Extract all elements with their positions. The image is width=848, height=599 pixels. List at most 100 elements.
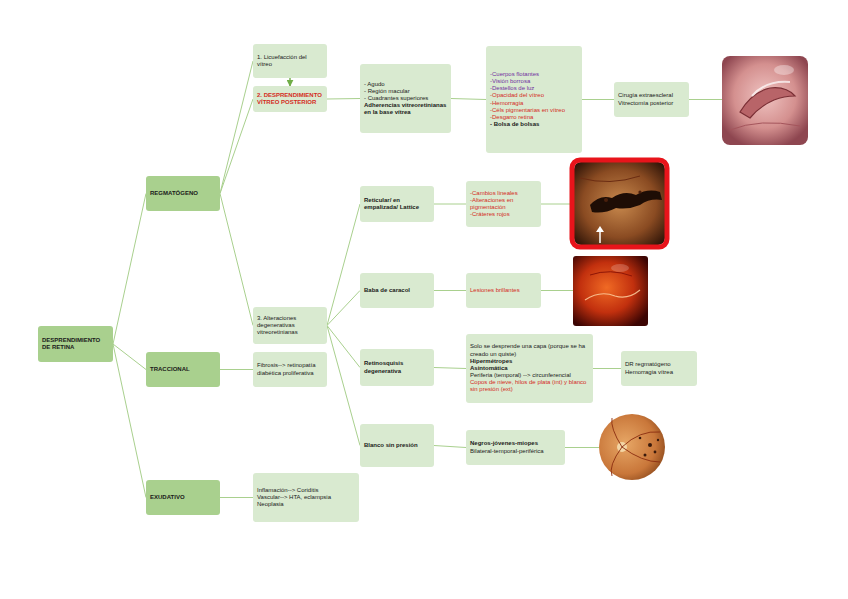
node-text: -Cuerpos flotantes	[490, 71, 578, 78]
concept-box: - Agudo- Región macular- Cuadrantes supe…	[360, 64, 451, 133]
concept-box: Solo se desprende una capa (porque se ha…	[466, 334, 593, 403]
lattice-photo-inner	[574, 162, 665, 245]
node-text: 3. Alteraciones degenerativas vitreoreti…	[257, 315, 323, 337]
node-text: Adherencias vitreoretinianas en la base …	[364, 102, 447, 116]
concept-box: 3. Alteraciones degenerativas vitreoreti…	[253, 307, 327, 344]
node-text: - Cuadrantes superiores	[364, 95, 447, 102]
lattice-photo	[572, 160, 667, 247]
highlight-frame	[572, 160, 667, 247]
node-text: TRACCIONAL	[150, 366, 216, 373]
node-text: -Destellos de luz	[490, 85, 578, 92]
node-text: -Cráteres rojos	[470, 211, 537, 218]
branch-line	[434, 204, 466, 205]
concept-box: Fibrosis--> retinopatía diabética prolif…	[253, 352, 327, 387]
branch-line	[593, 368, 621, 369]
node-text: Hemorragia vítrea	[625, 369, 693, 376]
node-text: Inflamación--> Coriditis	[257, 487, 355, 494]
branch-line	[220, 99, 253, 194]
tear-edge	[752, 82, 790, 96]
node-text: - Agudo	[364, 81, 447, 88]
node-text: Negros-jóvenes-miopes	[470, 440, 561, 447]
node-text: Retinosquisis degenerativa	[364, 360, 430, 374]
dark-spots	[639, 437, 660, 457]
concept-box: Baba de caracol	[360, 273, 434, 308]
branch-line	[434, 446, 466, 448]
node-text: -Alteraciones en pigmentación	[470, 197, 537, 211]
highlight	[774, 65, 794, 75]
node-text: Vitrectomía posterior	[618, 100, 685, 107]
branch-box: REGMATÓGENO	[146, 176, 220, 211]
branch-line	[327, 98, 360, 100]
leader-line	[689, 99, 722, 100]
branch-line	[327, 291, 360, 326]
bright-lesion	[585, 290, 640, 300]
node-text: Bilateral-temporal-periférica	[470, 448, 561, 455]
fundus-photo	[599, 414, 665, 480]
node-text: - Bolsa de bolsas	[490, 121, 578, 128]
concept-box: Lesiones brillantes	[466, 273, 541, 308]
vessel	[730, 123, 800, 130]
concept-box: Retinosquisis degenerativa	[360, 349, 434, 386]
branch-line	[220, 61, 253, 194]
concept-box: Negros-jóvenes-miopesBilateral-temporal-…	[466, 430, 565, 465]
leader-line	[565, 447, 599, 448]
node-text: 2. DESPRENDIMIENTO VÍTREO POSTERIOR	[257, 92, 323, 106]
node-text: Copos de nieve, hilos de plata (int) y b…	[470, 379, 589, 393]
node-text: DESPRENDIMIENTO DE RETINA	[42, 337, 109, 351]
leader-line	[541, 290, 573, 291]
retinal-tear-photo	[722, 56, 808, 145]
node-text: Asintomática	[470, 365, 589, 372]
concept-box: -Cambios lineales-Alteraciones en pigmen…	[466, 181, 541, 227]
branch-line	[327, 204, 360, 326]
branch-line	[434, 368, 466, 369]
branch-line	[220, 194, 253, 326]
pointer-arrow-head	[596, 226, 604, 232]
concept-box: 2. DESPRENDIMIENTO VÍTREO POSTERIOR	[253, 86, 327, 112]
vessel	[580, 176, 640, 182]
node-text: Fibrosis--> retinopatía diabética prolif…	[257, 362, 323, 376]
snail-track-photo	[573, 256, 648, 326]
concept-box: Reticular/ en empalizada/ Lattice	[360, 186, 434, 222]
concept-box: -Cuerpos flotantes-Visión borrosa-Destel…	[486, 46, 582, 153]
node-text: 1. Licuefacción del vítreo	[257, 54, 323, 68]
node-text: -Hemorragia	[490, 100, 578, 107]
node-text: DR regmatógeno	[625, 361, 693, 368]
concept-box: 1. Licuefacción del vítreo	[253, 44, 327, 78]
leader-line	[541, 204, 570, 205]
branch-line	[434, 290, 466, 291]
vessel	[590, 272, 632, 276]
photo-ground	[599, 414, 665, 480]
node-text: Vascular--> HTA, eclampsia	[257, 494, 355, 501]
branch-line	[582, 99, 614, 100]
branch-line	[220, 369, 253, 370]
node-text: Blanco sin presión	[364, 442, 430, 449]
tear-flap	[740, 88, 795, 118]
concept-box: Blanco sin presión	[360, 424, 434, 467]
node-text: REGMATÓGENO	[150, 190, 216, 197]
node-text: -Opacidad del vítreo	[490, 92, 578, 99]
photo-ground	[573, 256, 648, 326]
spot	[648, 443, 652, 447]
concept-box: Cirugía extraescleralVitrectomía posteri…	[614, 82, 689, 117]
node-text: Neoplasia	[257, 501, 355, 508]
spot	[644, 454, 647, 457]
node-text: EXUDATIVO	[150, 494, 216, 501]
node-text: Reticular/ en empalizada/ Lattice	[364, 197, 430, 211]
node-text: -Desgarro retina	[490, 114, 578, 121]
spot	[639, 437, 642, 440]
node-text: - Región macular	[364, 88, 447, 95]
pigment-spot	[604, 198, 608, 202]
branch-line	[327, 326, 360, 368]
flow-arrow	[289, 78, 290, 86]
node-text: Lesiones brillantes	[470, 287, 537, 294]
branch-line	[327, 326, 360, 446]
node-text: Solo se desprende una capa (porque se ha…	[470, 343, 589, 357]
concept-box: DR regmatógenoHemorragia vítrea	[621, 351, 697, 386]
node-text: Hipermétropes	[470, 358, 589, 365]
highlight	[611, 264, 629, 272]
photo-ground	[722, 56, 808, 145]
pigment-spot	[638, 190, 641, 193]
branch-box: TRACCIONAL	[146, 352, 220, 387]
node-text: Baba de caracol	[364, 287, 430, 294]
